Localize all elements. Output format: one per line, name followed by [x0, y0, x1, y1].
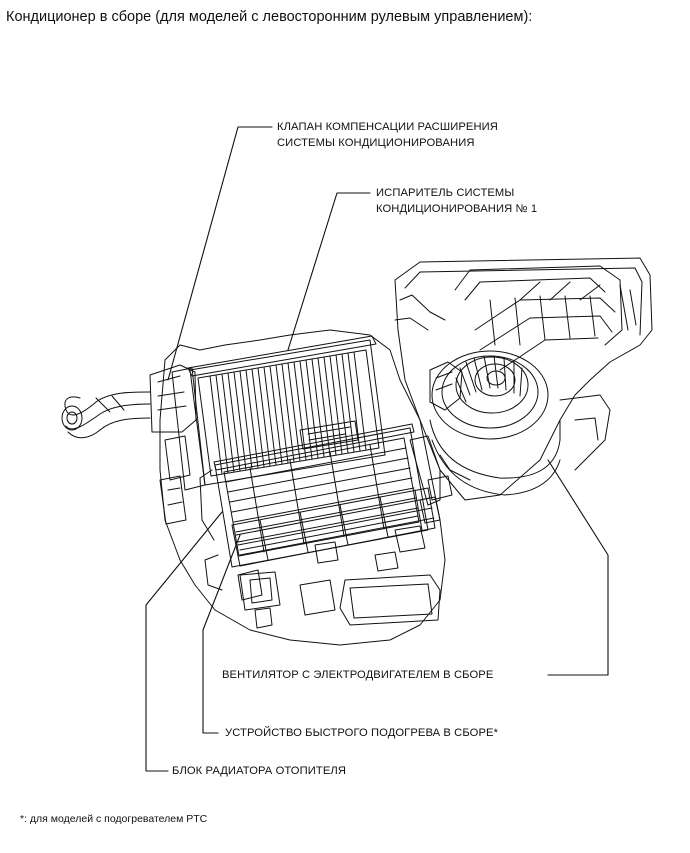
callout-evaporator-line1: ИСПАРИТЕЛЬ СИСТЕМЫ: [376, 187, 515, 199]
callout-heater-radiator: БЛОК РАДИАТОРА ОТОПИТЕЛЯ: [172, 763, 346, 779]
leader-blower: [547, 459, 609, 676]
expansion-valve-pipes: [61, 364, 197, 525]
callout-expansion-valve-line1: КЛАПАН КОМПЕНСАЦИИ РАСШИРЕНИЯ: [277, 121, 498, 133]
callout-expansion-valve-line2: СИСТЕМЫ КОНДИЦИОНИРОВАНИЯ: [277, 137, 475, 149]
blower-fan: [429, 350, 561, 496]
leader-quick-heater: [202, 534, 241, 734]
heater-radiator-core: [199, 423, 453, 601]
callout-quick-heater: УСТРОЙСТВО БЫСТРОГО ПОДОГРЕВА В СБОРЕ*: [225, 725, 498, 741]
leader-heater-radiator: [145, 511, 223, 772]
callout-evaporator: ИСПАРИТЕЛЬ СИСТЕМЫ КОНДИЦИОНИРОВАНИЯ № 1: [376, 185, 537, 217]
lower-housing: [159, 329, 446, 646]
leader-expansion-valve: [167, 126, 273, 381]
callout-expansion-valve: КЛАПАН КОМПЕНСАЦИИ РАСШИРЕНИЯ СИСТЕМЫ КО…: [277, 119, 498, 151]
page-title: Кондиционер в сборе (для моделей с левос…: [6, 9, 533, 25]
callout-blower: ВЕНТИЛЯТОР С ЭЛЕКТРОДВИГАТЕЛЕМ В СБОРЕ: [222, 667, 493, 683]
leader-evaporator: [287, 192, 371, 351]
callout-blower-label: ВЕНТИЛЯТОР С ЭЛЕКТРОДВИГАТЕЛЕМ В СБОРЕ: [222, 669, 494, 681]
hvac-housing: [394, 257, 653, 501]
callout-heater-radiator-label: БЛОК РАДИАТОРА ОТОПИТЕЛЯ: [172, 765, 347, 777]
callout-evaporator-line2: КОНДИЦИОНИРОВАНИЯ № 1: [376, 203, 538, 215]
callout-quick-heater-label: УСТРОЙСТВО БЫСТРОГО ПОДОГРЕВА В СБОРЕ*: [225, 727, 499, 739]
leader-lines: [145, 126, 609, 772]
footnote: *: для моделей с подогревателем PTC: [20, 813, 208, 825]
evaporator-core: [171, 335, 386, 491]
